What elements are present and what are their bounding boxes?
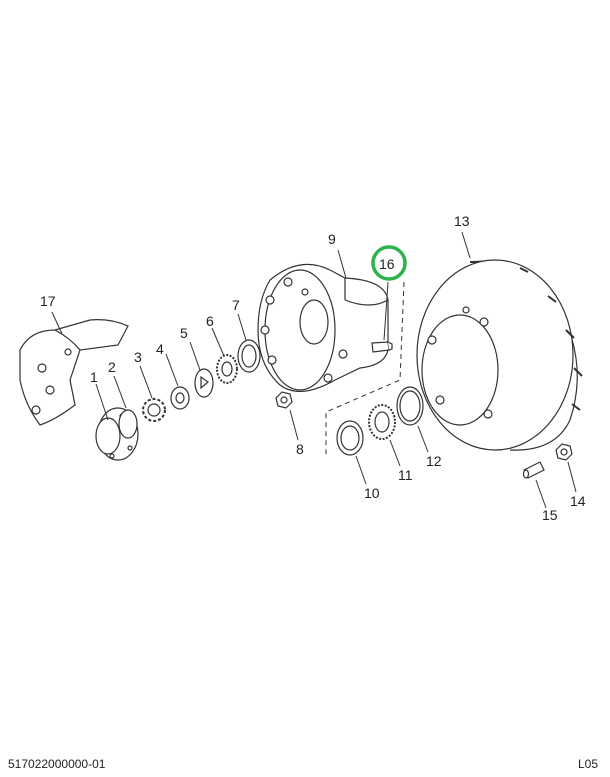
sheet-label: L05 (577, 757, 598, 771)
callout-highlight-ring (371, 245, 407, 281)
nut-part-4 (170, 386, 190, 410)
wheel-nut-part-14 (555, 443, 573, 461)
callout-5: 5 (180, 325, 188, 341)
callout-15: 15 (542, 507, 558, 523)
grease-seal-part-12 (396, 386, 424, 426)
bearing-cone-part-6 (216, 354, 238, 384)
bearing-cup-part-7 (237, 339, 261, 373)
wheel-stud-part-16 (371, 341, 393, 353)
callout-1: 1 (90, 369, 98, 385)
callout-11: 11 (398, 467, 413, 483)
callout-9: 9 (328, 231, 336, 247)
callout-12: 12 (426, 453, 442, 469)
washer-part-5 (194, 368, 214, 398)
wheel-hub-part-9 (257, 263, 389, 392)
stud-part-15 (522, 461, 545, 479)
stud-nut-part-8 (275, 391, 293, 409)
assembly-guide-lines (325, 281, 405, 456)
callout-14: 14 (570, 493, 586, 509)
leader-lines (51, 231, 577, 509)
callout-7: 7 (232, 297, 240, 313)
callout-3: 3 (134, 349, 142, 365)
gasket-part-2 (118, 409, 138, 439)
callout-8: 8 (296, 441, 304, 457)
callout-6: 6 (206, 313, 214, 329)
dust-shield-part-17 (19, 319, 129, 426)
drawing-number: 517022000000-01 (8, 757, 106, 771)
lock-washer-part-3 (142, 398, 166, 422)
callout-4: 4 (156, 341, 164, 357)
callout-10: 10 (364, 485, 380, 501)
bearing-cone-part-11 (368, 404, 396, 440)
brake-drum-part-13 (416, 259, 583, 451)
callout-13: 13 (454, 213, 470, 229)
callout-17: 17 (40, 293, 56, 309)
callout-16: 16 (379, 256, 395, 272)
bearing-cup-part-10 (336, 420, 364, 456)
callout-2: 2 (108, 359, 116, 375)
